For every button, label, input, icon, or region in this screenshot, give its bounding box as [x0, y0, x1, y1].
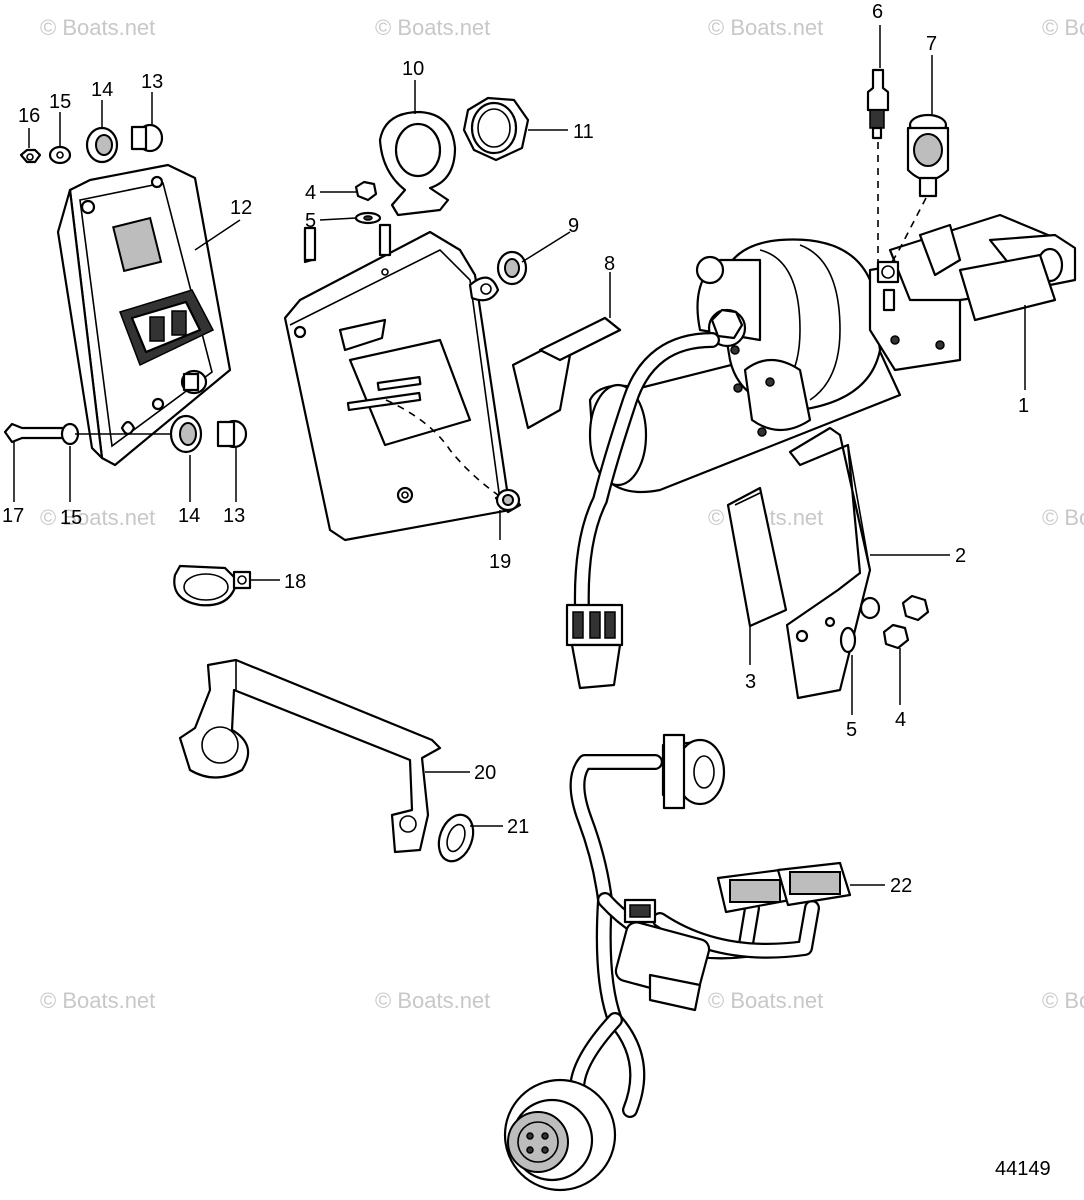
- foam-pad: [511, 316, 622, 430]
- nut-washer-set: [354, 180, 382, 225]
- hardware-right: [839, 594, 930, 654]
- watermark: © Boats.net: [1042, 505, 1084, 530]
- callout-5: 5: [305, 210, 316, 232]
- callout-labels: 1 2 3 4 4 5 5 6 7 8 9 10 11 12 13 13 14 …: [2, 1, 1051, 1180]
- callout-13: 13: [223, 505, 245, 527]
- callout-17: 17: [2, 505, 24, 527]
- watermark: © Boats.net: [708, 15, 823, 40]
- spacer: [494, 488, 522, 514]
- actuator: [588, 213, 1077, 494]
- callout-15: 15: [49, 91, 71, 113]
- callout-1: 1: [1018, 395, 1029, 417]
- callout-4: 4: [895, 709, 906, 731]
- watermark: © Boats.net: [375, 988, 490, 1013]
- callout-20: 20: [474, 762, 496, 784]
- callout-9: 9: [568, 215, 579, 237]
- watermark: © Boats.net: [40, 15, 155, 40]
- callout-14: 14: [91, 79, 113, 101]
- leader-lines: [13, 25, 1026, 886]
- callout-13: 13: [141, 71, 163, 93]
- callout-15: 15: [60, 507, 82, 529]
- watermark: © Boats.net: [1042, 15, 1084, 40]
- watermark: © Boats.net: [708, 988, 823, 1013]
- watermark: © Boats.net: [375, 15, 490, 40]
- callout-2: 2: [955, 545, 966, 567]
- callout-6: 6: [872, 1, 883, 23]
- callout-14: 14: [178, 505, 200, 527]
- hose-clamp: [173, 564, 252, 607]
- callout-8: 8: [604, 253, 615, 275]
- flat-washer: [437, 813, 475, 863]
- watermark: © Boats.net: [40, 505, 155, 530]
- watermark: © Boats.net: [1042, 988, 1084, 1013]
- watermark-layer: © Boats.net © Boats.net © Boats.net © Bo…: [40, 15, 1084, 1013]
- callout-11: 11: [573, 121, 594, 143]
- harness-bracket: [178, 658, 442, 854]
- callout-4: 4: [305, 182, 316, 204]
- mounting-plate: [283, 223, 512, 542]
- control-module: [56, 163, 232, 467]
- watermark: © Boats.net: [40, 988, 155, 1013]
- grommet: [496, 250, 528, 286]
- wiring-harness: [503, 733, 852, 1192]
- callout-16: 16: [18, 105, 40, 127]
- actuator-harness: [565, 332, 720, 690]
- callout-21: 21: [507, 816, 529, 838]
- lock-nut: [462, 96, 530, 162]
- callout-18: 18: [284, 571, 306, 593]
- callout-10: 10: [402, 58, 424, 80]
- figure-number: 44149: [995, 1158, 1051, 1180]
- sensor-switch: [906, 113, 950, 198]
- sensor-plug: [866, 68, 890, 140]
- callout-12: 12: [230, 197, 252, 219]
- callout-19: 19: [489, 551, 511, 573]
- ground-strap: [378, 110, 457, 217]
- callout-3: 3: [745, 671, 756, 693]
- support-bracket: [785, 426, 872, 700]
- callout-22: 22: [890, 875, 912, 897]
- callout-7: 7: [926, 33, 937, 55]
- callout-5: 5: [846, 719, 857, 741]
- pad-strip: [726, 486, 788, 628]
